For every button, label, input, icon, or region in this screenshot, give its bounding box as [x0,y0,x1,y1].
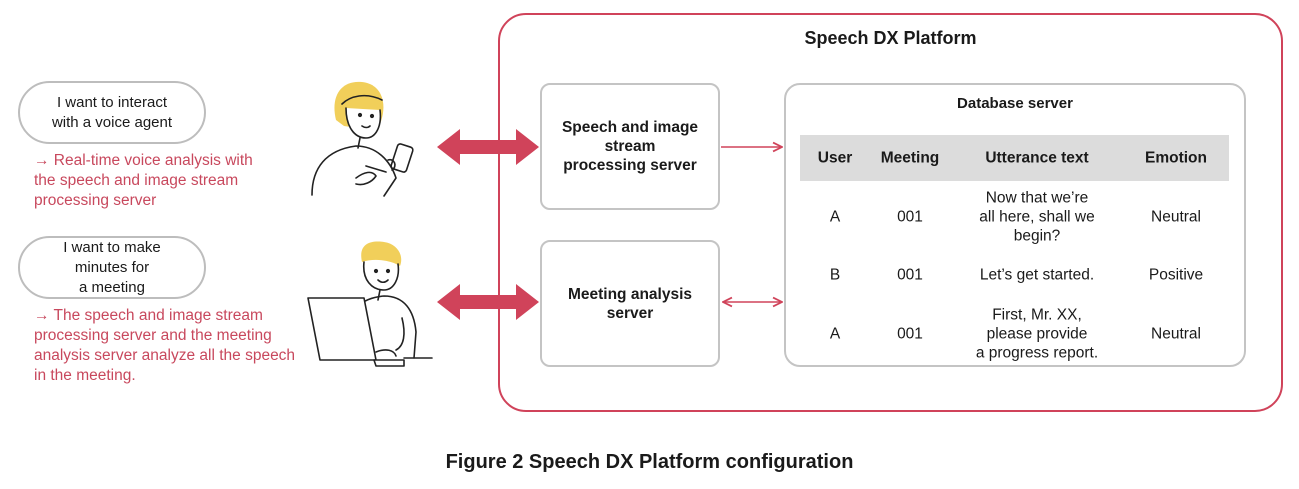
user-note-meeting-analysis: → The speech and image stream processing… [34,307,296,384]
user-request-bubble-voice-agent: I want to interact with a voice agent [18,81,206,144]
table-cell-meeting: 001 [897,208,923,226]
column-header-user: User [817,149,853,167]
meeting-analysis-server: Meeting analysis server [540,240,720,367]
figure-caption: Figure 2 Speech DX Platform configuratio… [445,451,854,473]
column-header-meeting: Meeting [880,149,940,167]
speech-image-stream-server: Speech and image stream processing serve… [540,83,720,210]
man-with-laptop-icon [307,241,433,367]
speech-dx-platform-frame [498,13,1283,412]
platform-title: Speech DX Platform [804,28,977,48]
table-cell-utterance: First, Mr. XX, please provide a progress… [975,306,1099,362]
table-cell-emotion: Neutral [1151,208,1201,226]
table-cell-meeting: 001 [897,325,923,343]
column-header-emotion: Emotion [1145,149,1207,167]
table-header-row [800,135,1229,181]
double-arrow-icon [437,284,539,320]
table-cell-meeting: 001 [897,266,923,284]
table-cell-utterance: Now that we’re all here, shall we begin? [979,189,1095,245]
table-cell-utterance: Let’s get started. [979,266,1095,284]
database-server-title: Database server [957,95,1073,112]
user-request-bubble-minutes: I want to make minutes for a meeting [18,236,206,299]
table-cell-user: A [829,325,841,343]
table-cell-emotion: Neutral [1151,325,1201,343]
double-arrow-icon [437,129,539,165]
woman-with-tablet-icon [311,81,414,197]
column-header-utterance: Utterance text [985,149,1089,167]
table-cell-user: A [829,208,841,226]
database-server [784,83,1246,367]
table-cell-user: B [829,266,841,284]
user-note-voice-analysis: → Real-time voice analysis with the spee… [34,152,253,209]
table-cell-emotion: Positive [1148,266,1204,284]
